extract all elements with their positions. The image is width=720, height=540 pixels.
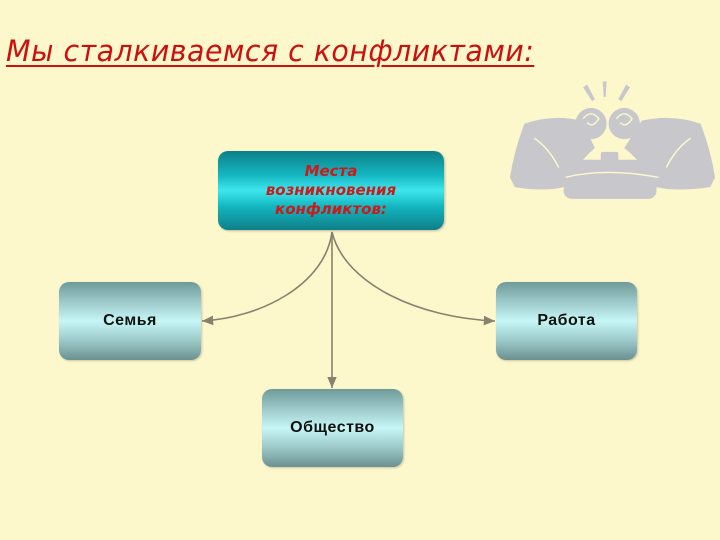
node-work: Работа (496, 282, 637, 360)
center-node-line-2: возникновения (265, 181, 397, 199)
connector-to-family (201, 231, 333, 326)
node-society-label: Общество (290, 419, 375, 436)
node-society: Общество (262, 389, 403, 467)
node-family-label: Семья (103, 312, 157, 329)
rams-conflict-clipart-icon (509, 81, 716, 199)
center-node-conflict-places: Места возникновения конфликтов: (218, 151, 444, 230)
node-family: Семья (59, 282, 201, 360)
slide-title: Мы сталкиваемся с конфликтами: (6, 34, 535, 68)
connector-to-work (331, 231, 496, 326)
center-node-line-1: Места (304, 162, 358, 180)
center-node-line-3: конфликтов: (275, 200, 387, 218)
node-work-label: Работа (537, 312, 596, 329)
